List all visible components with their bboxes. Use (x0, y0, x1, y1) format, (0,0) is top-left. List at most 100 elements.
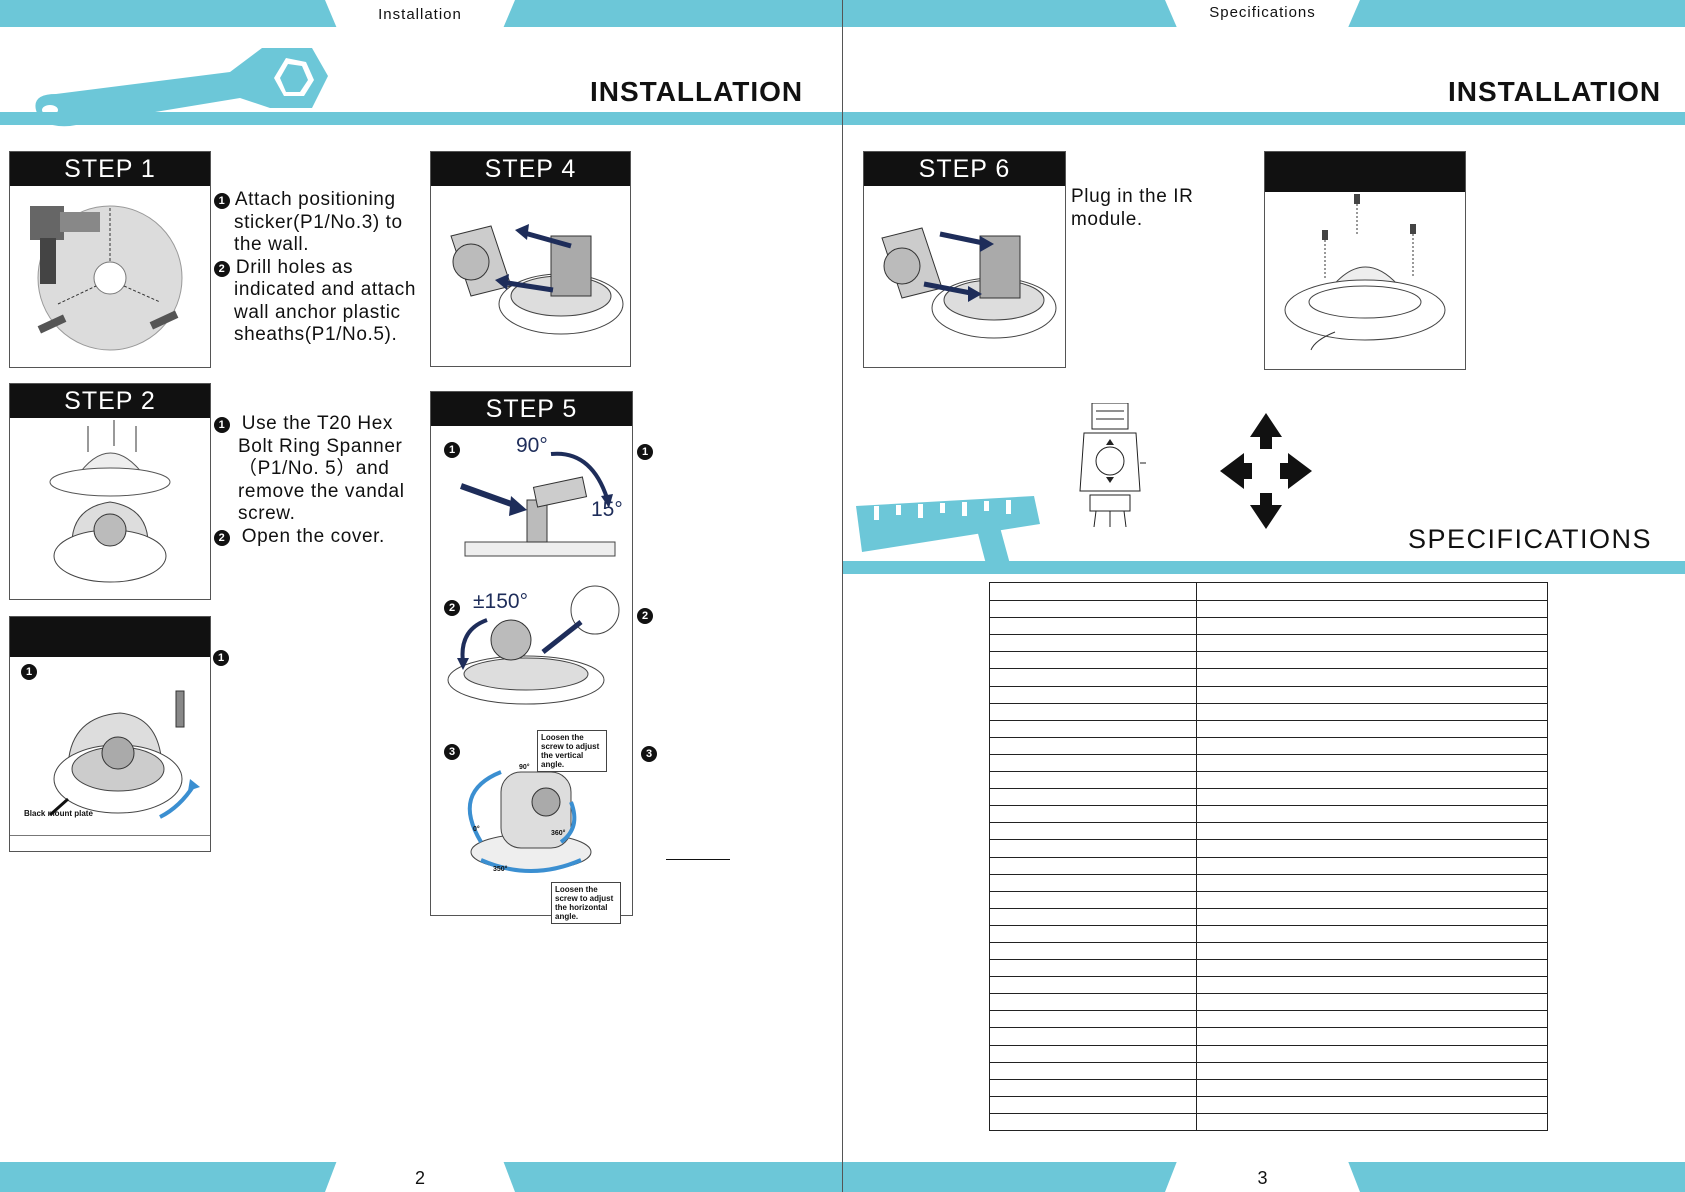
page-divider (842, 0, 843, 1192)
step6-instructions: Plug in the IR module. (1071, 186, 1193, 231)
spec-table-row (990, 771, 1547, 773)
step5-box: STEP 5 1 2 3 90° 15° ±150° Loosen the sc… (430, 391, 633, 924)
spec-table-row (990, 1027, 1547, 1029)
ruler-icon (856, 496, 1040, 564)
spec-rule (843, 561, 1685, 574)
step2-figure (49, 420, 171, 583)
spec-table-row (990, 890, 1547, 892)
step2-line1: Use the T20 Hex (241, 413, 393, 434)
spec-table-row (990, 839, 1547, 841)
bullet-two-icon: 2 (214, 260, 230, 277)
step5-side-bullet-two-icon: 2 (637, 608, 653, 624)
step1-line6: wall anchor plastic (234, 301, 401, 323)
spec-table-row (990, 976, 1547, 978)
page-title-left: INSTALLATION (590, 76, 804, 107)
step2-box: STEP 2 (9, 383, 211, 600)
spec-table-row (990, 822, 1547, 824)
step1-instructions: 1 Attach positioning sticker(P1/No.3) to… (214, 189, 416, 347)
step3-figure (49, 690, 200, 819)
step6-figure (881, 227, 1057, 339)
step5-angle-360: 360° (551, 830, 566, 837)
spec-table-row (990, 753, 1547, 755)
spec-table-row (990, 702, 1547, 704)
step2-instructions: 1 Use the T20 Hex Bolt Ring Spanner （P1/… (214, 413, 405, 548)
step5-figure-tilt (459, 451, 616, 557)
step5-angle-0: 0° (473, 826, 480, 833)
spec-table-row (990, 788, 1547, 790)
spec-table-row (990, 719, 1547, 721)
osd-joystick-icon (1079, 403, 1146, 528)
page-number-tab-right: 3 (1165, 1162, 1360, 1192)
step5-bullet-three-icon: 3 (444, 744, 460, 760)
spec-table-row (990, 617, 1547, 619)
bullet-one-icon: 1 (214, 417, 230, 433)
step4-header: STEP 4 (431, 152, 630, 186)
step3-fig-caption: Black mount plate (24, 809, 93, 818)
step1-line5: indicated and attach (234, 279, 417, 300)
step6-header: STEP 6 (864, 152, 1065, 186)
step7-figure (1284, 194, 1446, 351)
step5-caption-horizontal: Loosen the screw to adjust the horizonta… (551, 882, 621, 924)
step1-line1: Attach positioning (234, 189, 396, 210)
step1-figure (30, 205, 183, 351)
step5-angle-350: 350° (493, 866, 508, 873)
specifications-title: SPECIFICATIONS (1408, 524, 1653, 554)
step1-line4: Drill holes as (235, 256, 354, 278)
bullet-two-icon: 2 (214, 529, 230, 546)
spec-table-row (990, 924, 1547, 926)
step2-line5: screw. (238, 503, 296, 524)
step1-line7: sheaths(P1/No.5). (234, 324, 398, 345)
bullet-one-icon: 1 (214, 193, 230, 209)
spec-table-row (990, 856, 1547, 858)
step3-bottom-rule (10, 835, 210, 836)
header-rule-right (843, 112, 1685, 125)
step2-line2: Bolt Ring Spanner (238, 435, 403, 457)
step2-line6: Open the cover. (241, 525, 385, 547)
spec-table-row (990, 1078, 1547, 1080)
step5-caption-vertical: Loosen the screw to adjust the vertical … (537, 730, 607, 772)
spec-table-row (990, 736, 1547, 738)
step1-header: STEP 1 (10, 152, 210, 186)
step5-side-bullet-one-icon: 1 (637, 444, 653, 460)
header-rule-left (0, 112, 842, 125)
step1-line3: the wall. (234, 234, 310, 255)
step7-header (1265, 152, 1465, 192)
spec-table-row (990, 1112, 1547, 1114)
step5-pan-label: ±150° (473, 590, 528, 613)
header-tab-right: Specifications (1165, 0, 1360, 27)
page-number-right: 3 (1257, 1168, 1268, 1188)
spec-table-row (990, 993, 1547, 995)
step5-header: STEP 5 (431, 392, 632, 426)
step5-tilt-down-label: 15° (591, 498, 623, 521)
step2-line4: remove the vandal (238, 480, 405, 502)
spec-table-row (990, 805, 1547, 807)
spec-table-row (990, 651, 1547, 653)
step2-line3: （P1/No. 5）and (238, 458, 390, 479)
spec-table-row (990, 1061, 1547, 1063)
step5-side-bullet-three-icon: 3 (641, 746, 657, 762)
spec-table-row (990, 1010, 1547, 1012)
step6-line1: Plug in the IR (1071, 186, 1194, 207)
step3-header (10, 617, 210, 657)
step2-header: STEP 2 (10, 384, 210, 418)
step3-text-bullet-one-icon: 1 (213, 650, 229, 666)
step1-line2: sticker(P1/No.3) to (234, 211, 403, 233)
header-tab-right-text: Specifications (1209, 4, 1316, 21)
spec-table (989, 582, 1548, 1131)
spec-table-row (990, 1095, 1547, 1097)
spec-table-row (990, 959, 1547, 961)
step4-box: STEP 4 (430, 151, 631, 367)
spec-table-row (990, 668, 1547, 670)
step5-bullet-two-icon: 2 (444, 600, 460, 616)
step5-figure-gimbal (467, 770, 592, 873)
page-title-right: INSTALLATION (1448, 76, 1662, 107)
page-number-left: 2 (414, 1168, 425, 1188)
spec-table-row (990, 873, 1547, 875)
step5-figure-pan (447, 585, 620, 705)
step5-angle-90: 90° (519, 764, 530, 771)
header-tab-left-text: Installation (378, 6, 462, 23)
step5-underline (666, 859, 730, 860)
spec-table-row (990, 634, 1547, 636)
spec-table-row (990, 600, 1547, 602)
step3-bullet-one-icon: 1 (21, 664, 37, 680)
